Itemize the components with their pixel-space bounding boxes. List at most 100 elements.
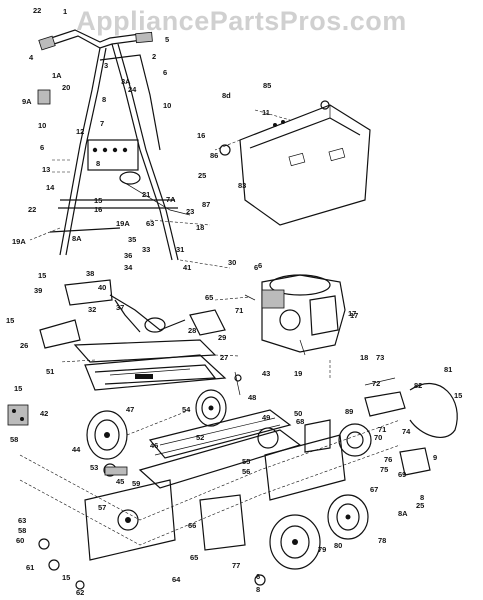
callout: 6 <box>258 261 262 270</box>
callout: 47 <box>126 405 134 414</box>
callout: 38 <box>86 269 94 278</box>
callout: 53 <box>90 463 98 472</box>
callout: 22 <box>33 6 41 15</box>
callout: 72 <box>372 379 380 388</box>
callout: 20 <box>62 83 70 92</box>
callout: 68 <box>296 417 304 426</box>
callout: 89 <box>345 407 353 416</box>
callout: 34 <box>124 263 133 272</box>
callout: 10 <box>38 121 46 130</box>
callout: 63 <box>18 516 26 525</box>
callout: 74 <box>402 427 411 436</box>
callout: 70 <box>374 433 382 442</box>
callout: 63 <box>146 219 154 228</box>
callout: 31 <box>176 245 184 254</box>
callout: 7A <box>166 195 176 204</box>
callout: 12 <box>76 127 84 136</box>
callout: 22 <box>28 205 36 214</box>
callout: 21 <box>142 190 150 199</box>
callout: 19 <box>294 369 302 378</box>
callout: 15 <box>454 391 462 400</box>
callout: 14 <box>46 183 55 192</box>
callout: 33 <box>142 245 150 254</box>
callout: 82 <box>414 381 422 390</box>
callout-labels: 1 22 2 3 3A 4 5 6 1A 20 8 9A 10 10 7 12 … <box>6 6 462 597</box>
callout: 15 <box>94 196 102 205</box>
callout: 87 <box>202 200 210 209</box>
callout: 75 <box>380 465 388 474</box>
callout: 1A <box>52 71 62 80</box>
callout: 16 <box>197 131 205 140</box>
callout: 15 <box>14 384 22 393</box>
hardware-left <box>7 404 266 590</box>
callout: 57 <box>98 503 106 512</box>
callout: 37 <box>116 303 124 312</box>
callout: 15 <box>38 271 46 280</box>
callout: 67 <box>370 485 378 494</box>
callout: 65 <box>190 553 198 562</box>
callout: 71 <box>378 425 386 434</box>
callout: 49 <box>262 413 270 422</box>
callout: 41 <box>183 263 191 272</box>
callout: 46 <box>150 441 158 450</box>
callout: 17 <box>350 311 358 320</box>
callout: 83 <box>238 181 246 190</box>
callout: 43 <box>262 369 270 378</box>
callout: 81 <box>444 365 452 374</box>
callout: 6 <box>256 572 260 581</box>
callout: 7 <box>100 119 104 128</box>
callout: 51 <box>46 367 54 376</box>
callout: 40 <box>98 283 106 292</box>
callout: 78 <box>378 536 386 545</box>
callout: 8 <box>102 95 106 104</box>
callout: 6 <box>163 68 167 77</box>
grass-catcher <box>214 100 371 226</box>
callout: 8 <box>96 159 100 168</box>
callout: 79 <box>318 545 326 554</box>
callout: 32 <box>88 305 96 314</box>
reel-assembly <box>19 409 401 561</box>
callout: 39 <box>34 286 42 295</box>
callout: 76 <box>384 455 392 464</box>
callout: 25 <box>198 171 206 180</box>
callout: 71 <box>235 306 243 315</box>
callout: 8A <box>398 509 408 518</box>
callout: 17 <box>348 309 356 318</box>
drive-gears <box>257 360 458 476</box>
callout: 60 <box>16 536 24 545</box>
callout: 48 <box>248 393 256 402</box>
callout: 52 <box>196 433 204 442</box>
callout: 25 <box>416 501 424 510</box>
callout: 44 <box>72 445 81 454</box>
callout: 29 <box>218 333 226 342</box>
callout: 58 <box>18 526 26 535</box>
callout: 59 <box>132 479 140 488</box>
callout: 85 <box>263 81 271 90</box>
callout: 8 <box>256 585 260 594</box>
callout: 66 <box>188 521 196 530</box>
callout: 4 <box>29 53 34 62</box>
callout: 35 <box>128 235 136 244</box>
callout: 19A <box>116 219 130 228</box>
callout: 8A <box>72 234 82 243</box>
engine <box>244 274 346 356</box>
callout: 6 <box>254 263 258 272</box>
callout: 73 <box>376 353 384 362</box>
callout: 69 <box>398 470 406 479</box>
callout: 3A <box>121 77 131 86</box>
callout: 36 <box>124 251 132 260</box>
callout: 65 <box>205 293 213 302</box>
callout: 2 <box>152 52 156 61</box>
callout: 15 <box>62 573 70 582</box>
callout: 1 <box>63 7 67 16</box>
callout: 55 <box>242 457 250 466</box>
callout: 30 <box>228 258 236 267</box>
callout: 26 <box>20 341 28 350</box>
deck-and-linkage <box>39 259 251 396</box>
callout: 16 <box>94 205 102 214</box>
callout: 23 <box>186 207 194 216</box>
callout: 42 <box>40 409 48 418</box>
callout: 15 <box>6 316 14 325</box>
callout: 13 <box>42 165 50 174</box>
